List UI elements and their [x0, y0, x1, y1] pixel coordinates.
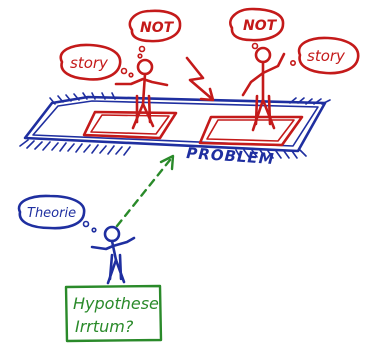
right-square: [200, 117, 302, 145]
left-stick-figure: [116, 60, 167, 128]
dashed-arrow-icon: [117, 156, 173, 226]
blue-stick-figure: [92, 227, 134, 283]
story-bubble-left: story: [61, 45, 133, 80]
lightning-arrow-icon: [187, 58, 213, 100]
not-label-left: NOT: [140, 20, 175, 36]
problem-carpet: PROBLEM: [20, 93, 330, 168]
not-bubble-left: NOT: [130, 11, 180, 58]
story-label-right: story: [307, 47, 346, 65]
theorie-bubble: Theorie: [19, 196, 96, 232]
problem-label: PROBLEM: [186, 144, 276, 168]
not-bubble-right: NOT: [230, 9, 283, 49]
theorie-label: Theorie: [27, 206, 76, 221]
hypothesis-line2: Irrtum?: [75, 317, 134, 336]
story-bubble-right: story: [291, 38, 358, 73]
left-square: [84, 112, 176, 138]
hypothesis-box: Hypothese Irrtum?: [66, 286, 161, 341]
not-label-right: NOT: [243, 18, 278, 34]
hypothesis-line1: Hypothese: [73, 294, 159, 313]
story-label-left: story: [70, 54, 109, 72]
